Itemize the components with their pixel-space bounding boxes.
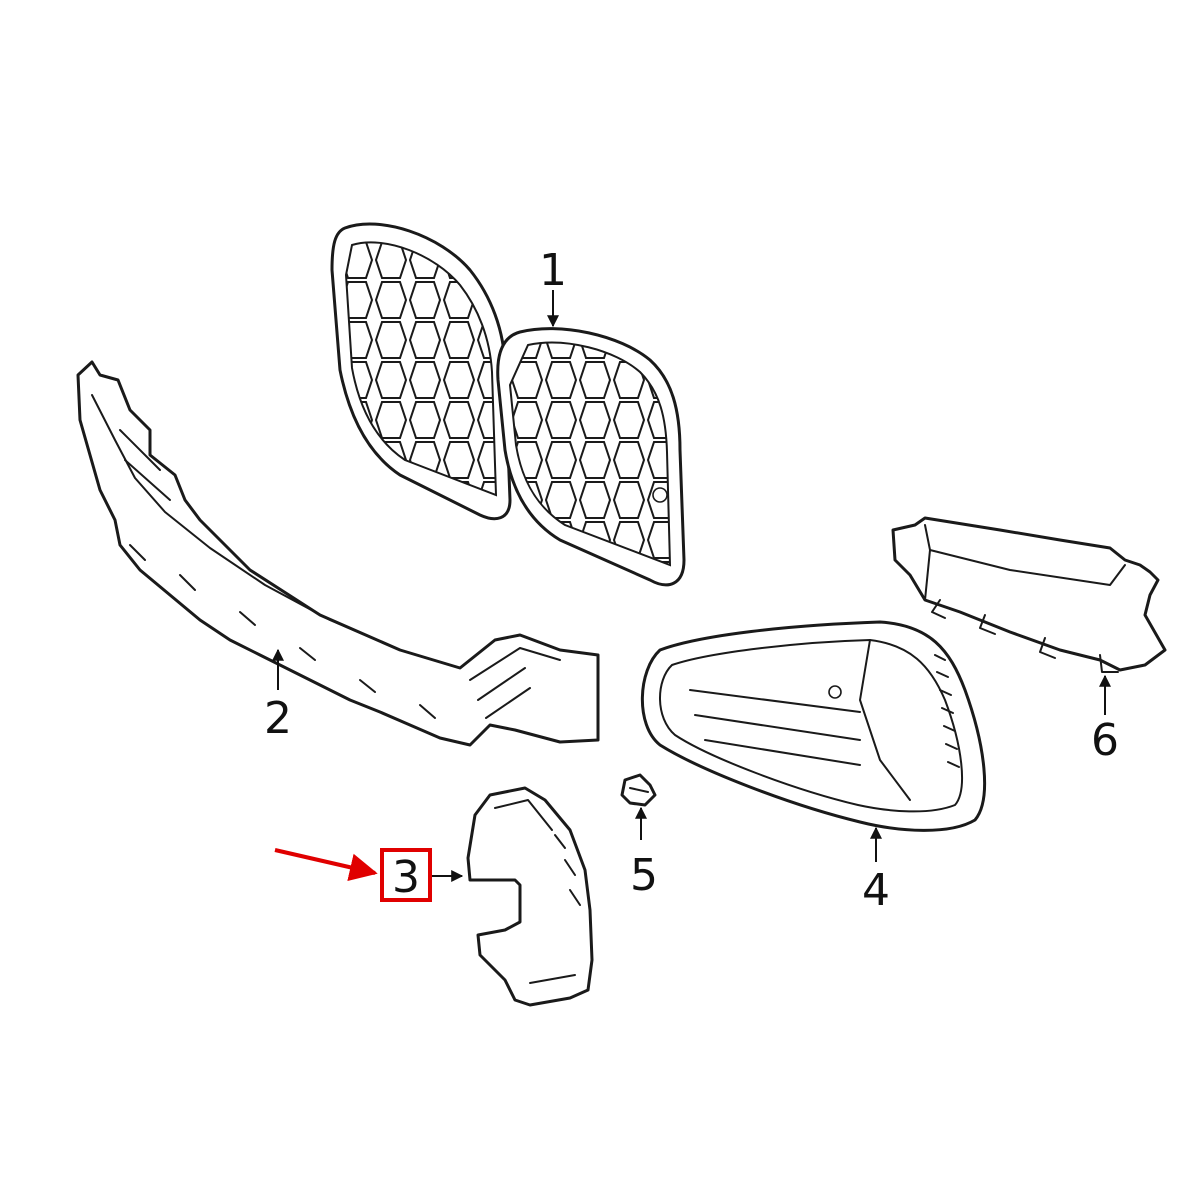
callout-4: 4 bbox=[862, 865, 890, 916]
callout-5: 5 bbox=[630, 850, 658, 901]
callout-6: 6 bbox=[1091, 715, 1119, 766]
side-bracket bbox=[891, 516, 1167, 673]
callout-3: 3 bbox=[392, 852, 420, 903]
corner-trim-cover bbox=[466, 786, 594, 1007]
callout-3-highlight-box bbox=[380, 848, 432, 902]
kidney-grille bbox=[330, 222, 686, 587]
callout-1: 1 bbox=[539, 245, 567, 296]
lower-bumper-support bbox=[76, 360, 600, 747]
callout-2: 2 bbox=[264, 693, 292, 744]
clip bbox=[620, 773, 657, 807]
highlight-arrow bbox=[274, 848, 378, 881]
fog-lamp-bezel bbox=[640, 620, 987, 832]
